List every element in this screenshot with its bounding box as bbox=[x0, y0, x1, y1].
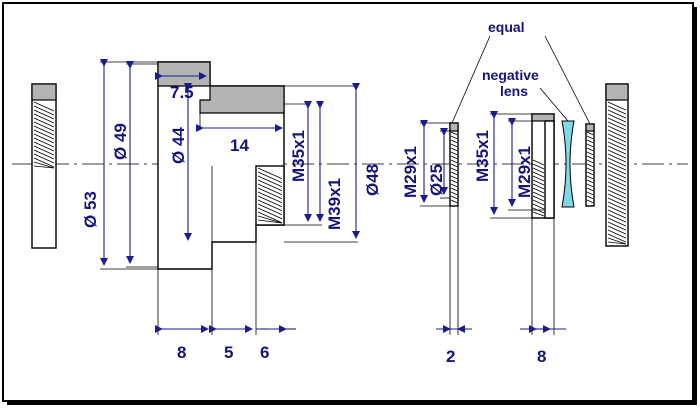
middle-ring bbox=[449, 122, 459, 207]
label-14: 14 bbox=[230, 136, 249, 155]
label-width-8a: 8 bbox=[177, 343, 186, 362]
label-width-5: 5 bbox=[224, 343, 233, 362]
right-end-cap bbox=[605, 83, 629, 247]
label-width-6: 6 bbox=[260, 343, 269, 362]
label-equal: equal bbox=[488, 19, 525, 35]
label-d48: Ø48 bbox=[363, 164, 382, 196]
label-m35-cell: M35x1 bbox=[473, 130, 492, 182]
label-d44: Ø 44 bbox=[169, 127, 188, 164]
frame-border bbox=[2, 2, 694, 402]
label-width-8b: 8 bbox=[537, 347, 546, 366]
dimension-labels: Ø 53 Ø 49 Ø 44 7.5 14 M35x1 M39x1 Ø48 M2… bbox=[81, 19, 546, 366]
lens-cell bbox=[531, 113, 555, 219]
dimension-lines bbox=[100, 59, 566, 333]
equal-spacer bbox=[585, 123, 595, 207]
label-negative: negative bbox=[482, 67, 539, 83]
label-m29-ring: M29x1 bbox=[401, 146, 420, 198]
label-d25: Ø25 bbox=[427, 164, 446, 196]
label-m39: M39x1 bbox=[325, 178, 344, 230]
label-m35-body: M35x1 bbox=[289, 130, 308, 182]
label-7-5: 7.5 bbox=[170, 83, 194, 102]
negative-lens bbox=[561, 120, 575, 208]
label-d49: Ø 49 bbox=[111, 123, 130, 160]
label-lens: lens bbox=[500, 83, 528, 99]
label-d53: Ø 53 bbox=[81, 191, 100, 228]
left-end-cap bbox=[31, 83, 57, 249]
label-width-2: 2 bbox=[446, 347, 455, 366]
label-m29-cell: M29x1 bbox=[515, 146, 534, 198]
